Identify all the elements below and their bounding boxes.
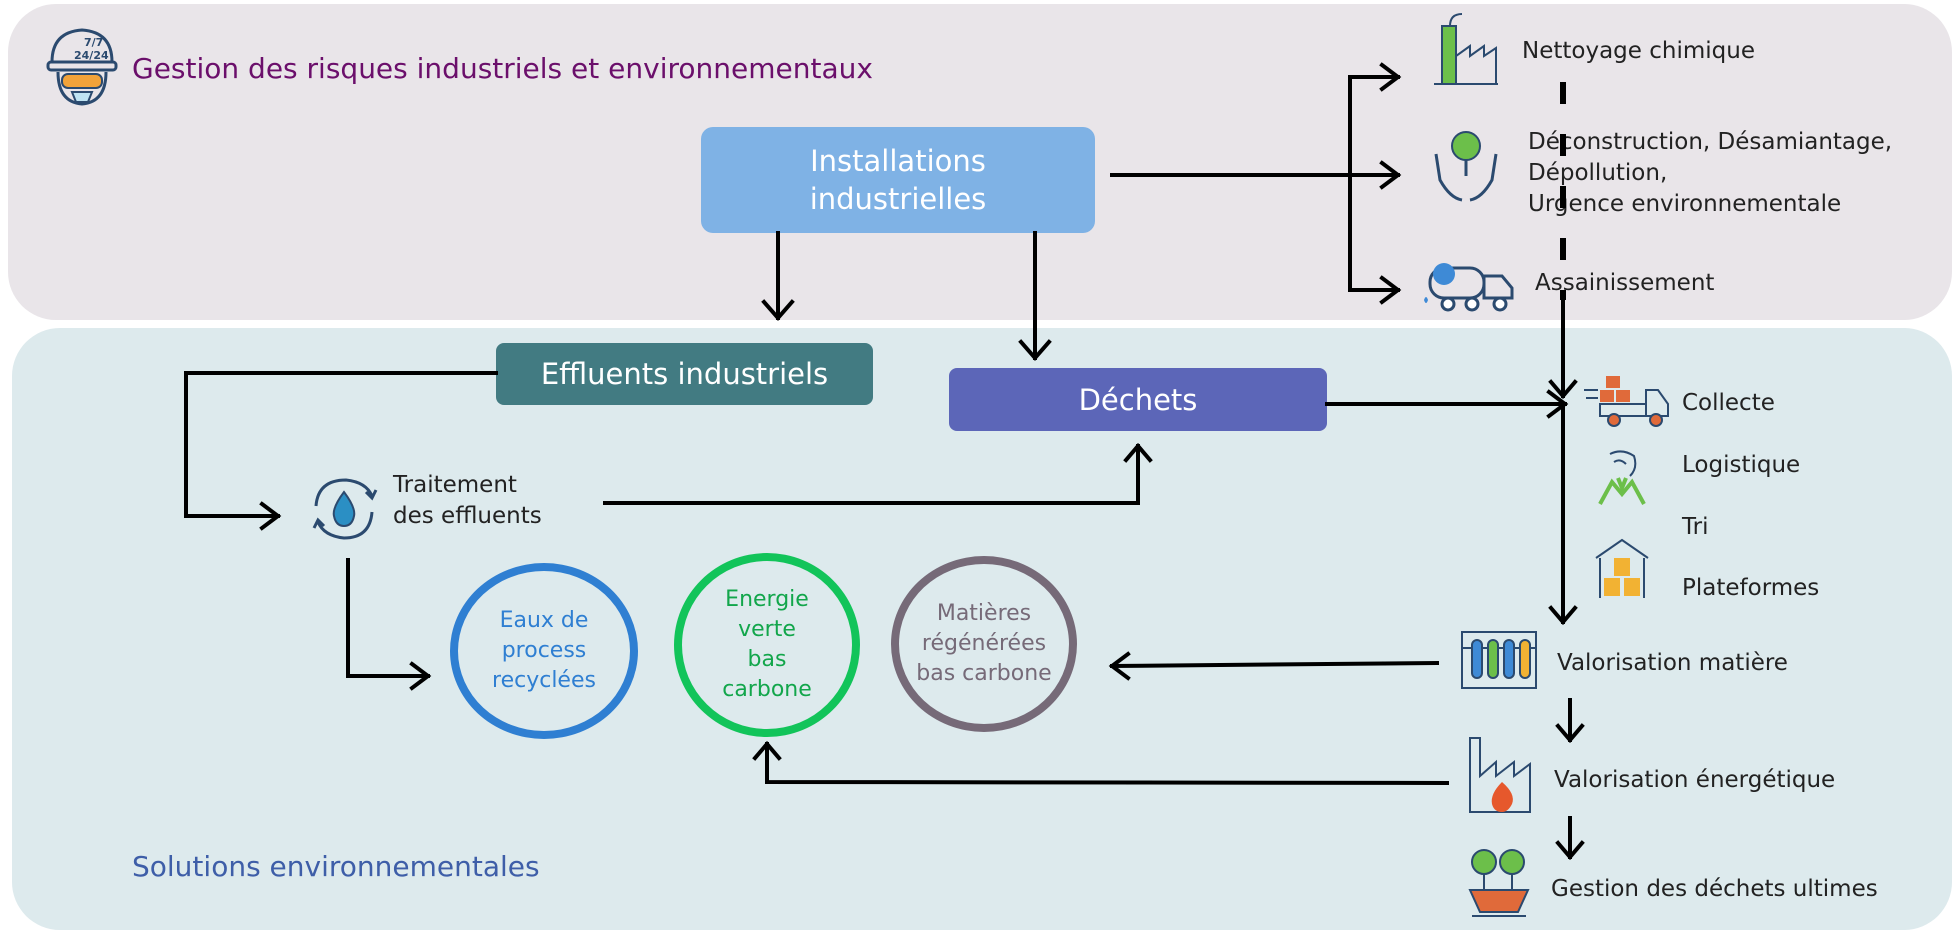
installations-line1: Installations — [810, 144, 986, 178]
arrowhead — [1555, 723, 1585, 744]
matieres-regenerees-circle: Matières régénérées bas carbone — [891, 556, 1077, 732]
warehouse-boxes-icon — [1594, 538, 1650, 602]
badge-line2: 24/24 — [74, 49, 109, 62]
environmental-solutions-title: Solutions environnementales — [132, 850, 540, 883]
tanker-truck-icon — [1420, 258, 1516, 314]
matieres-line2: régénérées — [921, 631, 1047, 656]
treatment-line2: des effluents — [393, 503, 542, 529]
energie-line3: bas — [747, 647, 787, 672]
arrow-valorisation-matieres — [1109, 660, 1440, 669]
installations-line2: industrielles — [809, 182, 987, 216]
landfill-plants-icon — [1466, 846, 1532, 918]
energie-verte-circle: Energie verte bas carbone — [674, 553, 860, 737]
test-tubes-icon — [1460, 628, 1538, 690]
arrow-traitement-dechets — [603, 444, 1140, 505]
factory-icon — [1430, 12, 1500, 88]
arrow-effluents-traitement — [184, 371, 498, 518]
arrowhead — [752, 740, 782, 761]
tri-label: Tri — [1682, 514, 1709, 540]
eaux-line2: process — [501, 638, 587, 663]
risk-management-title: Gestion des risques industriels et envir… — [132, 52, 873, 85]
matieres-line3: bas carbone — [916, 661, 1052, 686]
treatment-line1: Traitement — [393, 472, 517, 498]
helmet-24-7-icon: 7/7 24/24 — [44, 22, 120, 108]
delivery-truck-icon — [1584, 372, 1670, 428]
matieres-line1: Matières — [936, 601, 1032, 626]
valorisation-matiere-label: Valorisation matière — [1557, 650, 1788, 676]
arrowhead — [1379, 275, 1402, 305]
arrowhead — [259, 501, 282, 531]
factory-fire-icon — [1466, 736, 1534, 814]
arrowhead — [1548, 379, 1578, 400]
arrowhead — [1548, 605, 1578, 626]
installations-box: Installations industrielles — [701, 127, 1095, 233]
effluents-box: Effluents industriels — [496, 343, 873, 405]
arrowhead — [1555, 840, 1585, 861]
plateformes-label: Plateformes — [1682, 575, 1820, 601]
eaux-recyclees-circle: Eaux de process recyclées — [450, 563, 638, 739]
deconstruction-line2: Dépollution, — [1528, 160, 1668, 186]
eaux-line1: Eaux de — [499, 608, 589, 633]
energie-line1: Energie — [725, 587, 809, 612]
arrowhead — [1379, 160, 1402, 190]
effluents-label: Effluents industriels — [540, 357, 829, 391]
arrow-traitement-eaux — [346, 558, 430, 678]
arrowhead — [1108, 651, 1131, 681]
dechets-label: Déchets — [1078, 382, 1198, 417]
eaux-line3: recyclées — [492, 668, 596, 693]
recycle-hand-icon — [1594, 448, 1650, 506]
collecte-label: Collecte — [1682, 390, 1775, 416]
badge-line1: 7/7 — [84, 36, 103, 49]
valorisation-energetique-label: Valorisation énergétique — [1554, 767, 1836, 793]
hands-tree-icon — [1430, 124, 1502, 206]
deconstruction-line3: Urgence environnementale — [1528, 191, 1842, 217]
nettoyage-label: Nettoyage chimique — [1522, 38, 1755, 64]
arrowhead — [761, 299, 795, 322]
arrowhead — [1379, 62, 1402, 92]
water-recycling-icon — [306, 474, 382, 544]
arrowhead — [1123, 442, 1153, 463]
logistique-label: Logistique — [1682, 452, 1801, 478]
deconstruction-line1: Déconstruction, Désamiantage, — [1528, 129, 1893, 155]
dechets-ultimes-label: Gestion des déchets ultimes — [1551, 876, 1878, 902]
arrow-energetique-energie — [765, 742, 1450, 786]
arrowhead — [1018, 339, 1052, 362]
energie-line4: carbone — [722, 677, 812, 702]
dechets-box: Déchets — [949, 368, 1327, 431]
energie-line2: verte — [738, 617, 796, 642]
arrowhead — [409, 661, 432, 691]
